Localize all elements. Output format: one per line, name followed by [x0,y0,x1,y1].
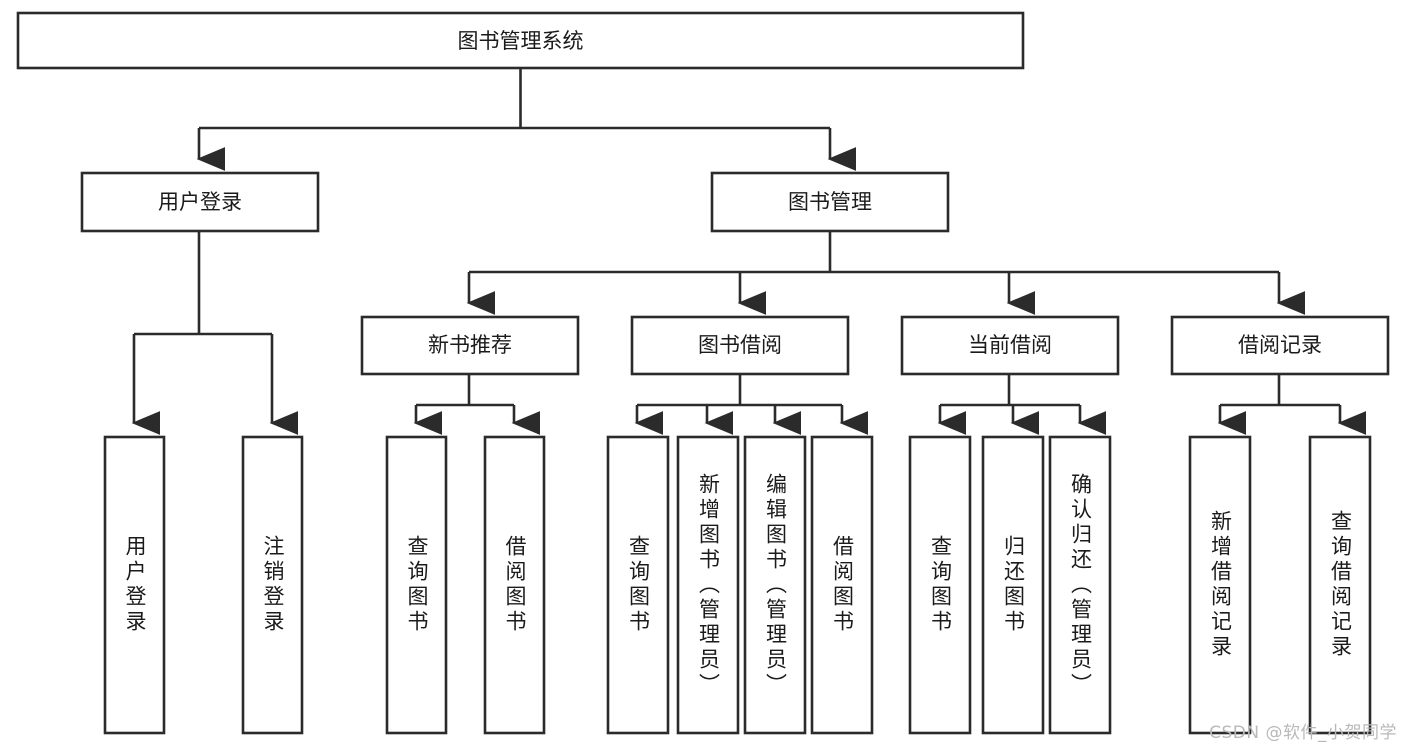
node-book-borrow-label: 图书借阅 [698,333,782,357]
connector-group-current-borrow [937,374,1107,435]
node-current-borrow-label: 当前借阅 [968,333,1052,357]
node-current-borrow[interactable]: 当前借阅 [900,315,1120,376]
node-new-book-recommend-label: 新书推荐 [428,333,512,357]
connector-group-root [196,68,857,171]
leaf-box-query-book-2 [606,435,670,735]
leaf-box-borrow-book-2 [810,435,874,735]
csdn-watermark: CSDN @软件_小贺同学 [1209,723,1397,743]
node-root-label: 图书管理系统 [458,29,584,53]
leaf-box-return-book [981,435,1045,735]
leaf-box-add-record [1188,435,1252,735]
node-book-borrow[interactable]: 图书借阅 [630,315,850,376]
node-borrow-record[interactable]: 借阅记录 [1170,315,1390,376]
leaf-box-add-book [676,435,740,735]
leaf-boxes [103,435,1372,735]
leaf-box-query-book-1 [385,435,448,735]
leaf-box-borrow-book-1 [483,435,546,735]
leaf-box-user-login [103,435,166,735]
connector-group-book-management [466,231,1306,315]
leaf-box-query-record [1308,435,1372,735]
node-book-management-label: 图书管理 [788,190,872,214]
leaf-box-logout [241,435,304,735]
node-root[interactable]: 图书管理系统 [16,11,1025,70]
leaf-box-confirm-return [1048,435,1112,735]
connector-group-new-book-recommend [413,374,541,435]
node-new-book-recommend[interactable]: 新书推荐 [360,315,580,376]
connector-group-user-login [131,231,299,435]
leaf-box-edit-book [743,435,807,735]
node-book-management[interactable]: 图书管理 [710,171,950,233]
node-user-login[interactable]: 用户登录 [80,171,320,233]
connector-group-book-borrow [634,374,869,435]
connector-group-borrow-record [1217,374,1367,435]
node-user-login-label: 用户登录 [158,190,242,214]
node-borrow-record-label: 借阅记录 [1238,333,1322,357]
leaf-box-query-book-3 [908,435,972,735]
